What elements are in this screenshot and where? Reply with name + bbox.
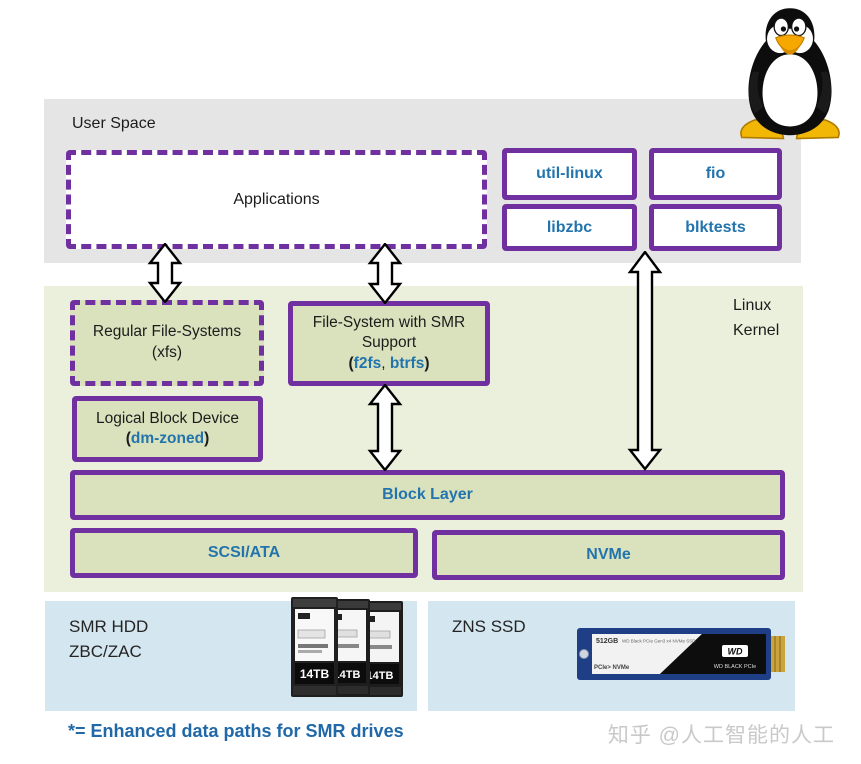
libzbc-label: libzbc [546, 218, 593, 236]
arrow-tools-block-layer [627, 251, 663, 471]
tool-box-fio: fio [649, 148, 782, 200]
nvme-box: NVMe [432, 530, 785, 580]
kernel-label: Linux Kernel [733, 297, 780, 339]
smr-hdd-label: SMR HDD ZBC/ZAC [69, 615, 148, 664]
paren-close: ) [204, 430, 210, 447]
tux-penguin-logo [740, 8, 840, 140]
scsi-ata-box: SCSI/ATA [70, 528, 418, 578]
zns-ssd-label: ZNS SSD [452, 617, 526, 636]
paren-open: ( [125, 430, 131, 447]
svg-text:WD: WD [728, 647, 743, 657]
smr-hdd-line1: SMR HDD [69, 617, 149, 636]
fs-smr-box: File-System with SMR Support (f2fs, btrf… [288, 301, 490, 386]
term-separator: , [381, 354, 390, 372]
regular-fs-box: Regular File-Systems (xfs) [70, 300, 264, 386]
svg-text:14TB: 14TB [334, 669, 361, 681]
regular-fs-label: Regular File-Systems (xfs) [92, 323, 242, 361]
svg-text:WD BLACK PCIe: WD BLACK PCIe [714, 664, 756, 670]
tool-box-libzbc: libzbc [502, 204, 637, 251]
tool-box-blktests: blktests [649, 204, 782, 251]
zns-ssd-panel: ZNS SSD 512GB WD Black PCIe Gen3 x4 NVMe… [428, 601, 795, 711]
footnote: *= Enhanced data paths for SMR drives [68, 721, 404, 741]
fs-smr-terms: (f2fs, btrfs) [299, 354, 479, 374]
hdd-drives-image: 14TB 14TB [291, 597, 403, 697]
watermark: 知乎 @人工智能的人工 [607, 724, 835, 747]
nvme-label: NVMe [586, 546, 631, 563]
block-layer-label: Block Layer [382, 486, 473, 503]
svg-text:14TB: 14TB [300, 667, 330, 681]
paren-open: ( [348, 354, 354, 372]
tool-box-util-linux: util-linux [502, 148, 637, 200]
svg-text:PCIe> NVMe: PCIe> NVMe [594, 665, 630, 671]
userspace-label: User Space [72, 115, 156, 132]
applications-label: Applications [233, 190, 320, 208]
smr-hdd-line2: ZBC/ZAC [69, 641, 142, 661]
svg-text:WD Black PCIe Gen3 x4 NVMe SSD: WD Black PCIe Gen3 x4 NVMe SSD [622, 639, 696, 644]
block-layer-box: Block Layer [70, 470, 785, 520]
btrfs-label: btrfs [389, 354, 425, 372]
smr-hdd-panel: SMR HDD ZBC/ZAC 14TB [45, 597, 417, 711]
blktests-label: blktests [685, 218, 746, 236]
scsi-ata-label: SCSI/ATA [207, 544, 281, 561]
fio-label: fio [705, 165, 726, 182]
ssd-image: 512GB WD Black PCIe Gen3 x4 NVMe SSD PCI… [577, 628, 785, 680]
lbd-term: (dm-zoned) [96, 429, 239, 449]
dm-zoned-label: dm-zoned [130, 430, 205, 447]
fs-smr-title: File-System with SMR Support [312, 314, 466, 352]
svg-text:512GB: 512GB [596, 638, 618, 645]
arrow-applications-regular-fs [147, 243, 183, 303]
applications-box: Applications [66, 150, 487, 249]
f2fs-label: f2fs [353, 354, 382, 372]
arrow-applications-fs-smr [367, 243, 403, 304]
logical-block-device-box: Logical Block Device (dm-zoned) [72, 396, 263, 462]
lbd-title: Logical Block Device [95, 409, 239, 427]
util-linux-label: util-linux [536, 165, 603, 182]
svg-text:14TB: 14TB [367, 670, 394, 682]
kernel-region: Linux Kernel Regular File-Systems (xfs) … [44, 286, 803, 592]
arrow-fs-smr-block-layer [367, 384, 403, 471]
paren-close: ) [424, 354, 430, 372]
